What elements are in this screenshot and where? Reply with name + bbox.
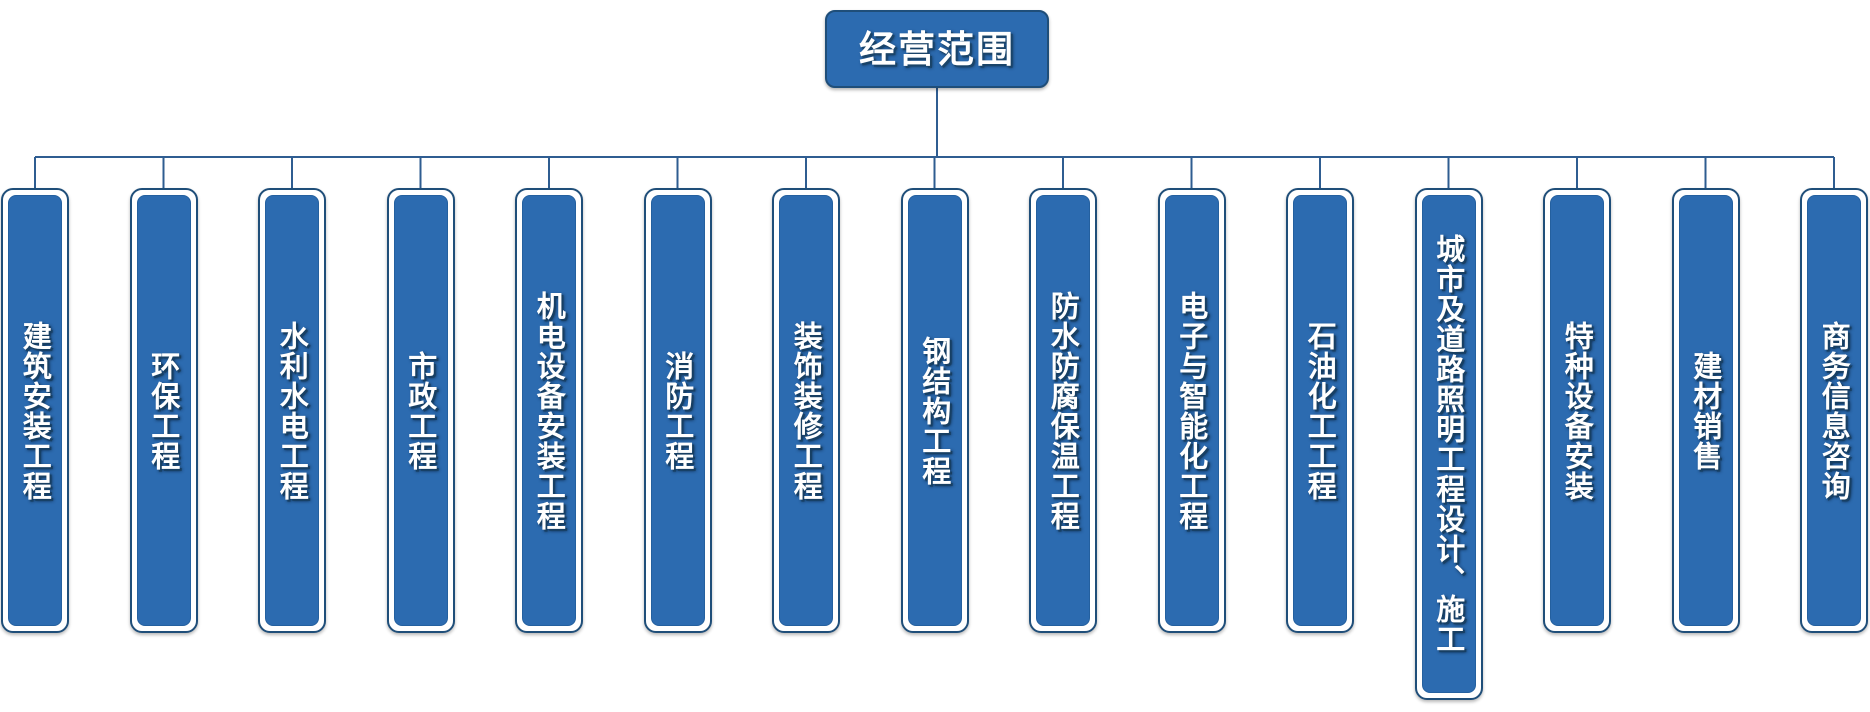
child-node-body: 商务信息咨询 (1807, 195, 1861, 626)
child-node-label: 机电设备安装工程 (532, 290, 567, 531)
child-node-1[interactable]: 建筑安装工程 (1, 188, 69, 633)
child-node-label: 装饰装修工程 (789, 320, 824, 501)
child-node-15[interactable]: 商务信息咨询 (1800, 188, 1868, 633)
root-node-label: 经营范围 (859, 27, 1015, 71)
child-node-body: 城市及道路照明工程设计、施工 (1421, 195, 1476, 693)
child-node-body: 环保工程 (136, 195, 191, 626)
child-node-label: 特种设备安装 (1560, 320, 1595, 501)
child-node-body: 建筑安装工程 (8, 195, 62, 626)
child-node-label: 钢结构工程 (917, 335, 952, 486)
child-node-label: 防水防腐保温工程 (1046, 290, 1081, 531)
child-node-label: 建筑安装工程 (18, 320, 53, 501)
child-node-body: 机电设备安装工程 (522, 195, 576, 626)
child-node-label: 商务信息咨询 (1817, 320, 1852, 501)
child-node-4[interactable]: 市政工程 (386, 188, 455, 633)
child-node-13[interactable]: 特种设备安装 (1543, 188, 1611, 633)
child-node-9[interactable]: 防水防腐保温工程 (1029, 188, 1097, 633)
root-node-business-scope[interactable]: 经营范围 (825, 10, 1049, 88)
child-node-11[interactable]: 石油化工工程 (1286, 188, 1354, 633)
child-node-body: 建材销售 (1678, 195, 1733, 626)
child-node-body: 水利水电工程 (265, 195, 319, 626)
child-node-10[interactable]: 电子与智能化工程 (1157, 188, 1226, 633)
child-node-label: 环保工程 (146, 350, 181, 471)
child-node-label: 建材销售 (1688, 350, 1723, 471)
child-node-6[interactable]: 消防工程 (643, 188, 712, 633)
child-node-body: 市政工程 (393, 195, 448, 626)
child-node-label: 市政工程 (403, 350, 438, 471)
child-node-7[interactable]: 装饰装修工程 (772, 188, 840, 633)
child-node-label: 石油化工工程 (1303, 320, 1338, 501)
child-node-label: 消防工程 (660, 350, 695, 471)
child-node-body: 装饰装修工程 (779, 195, 833, 626)
child-node-body: 特种设备安装 (1550, 195, 1604, 626)
child-node-body: 钢结构工程 (907, 195, 962, 626)
child-node-body: 电子与智能化工程 (1164, 195, 1219, 626)
child-node-14[interactable]: 建材销售 (1671, 188, 1740, 633)
child-node-body: 石油化工工程 (1293, 195, 1347, 626)
child-node-label: 水利水电工程 (275, 320, 310, 501)
child-node-body: 消防工程 (650, 195, 705, 626)
child-node-5[interactable]: 机电设备安装工程 (515, 188, 583, 633)
child-node-2[interactable]: 环保工程 (129, 188, 198, 633)
child-node-body: 防水防腐保温工程 (1036, 195, 1090, 626)
child-node-12[interactable]: 城市及道路照明工程设计、施工 (1414, 188, 1483, 700)
child-node-label: 电子与智能化工程 (1174, 290, 1209, 531)
child-node-label: 城市及道路照明工程设计、施工 (1431, 234, 1466, 654)
child-node-3[interactable]: 水利水电工程 (258, 188, 326, 633)
child-node-8[interactable]: 钢结构工程 (900, 188, 969, 633)
